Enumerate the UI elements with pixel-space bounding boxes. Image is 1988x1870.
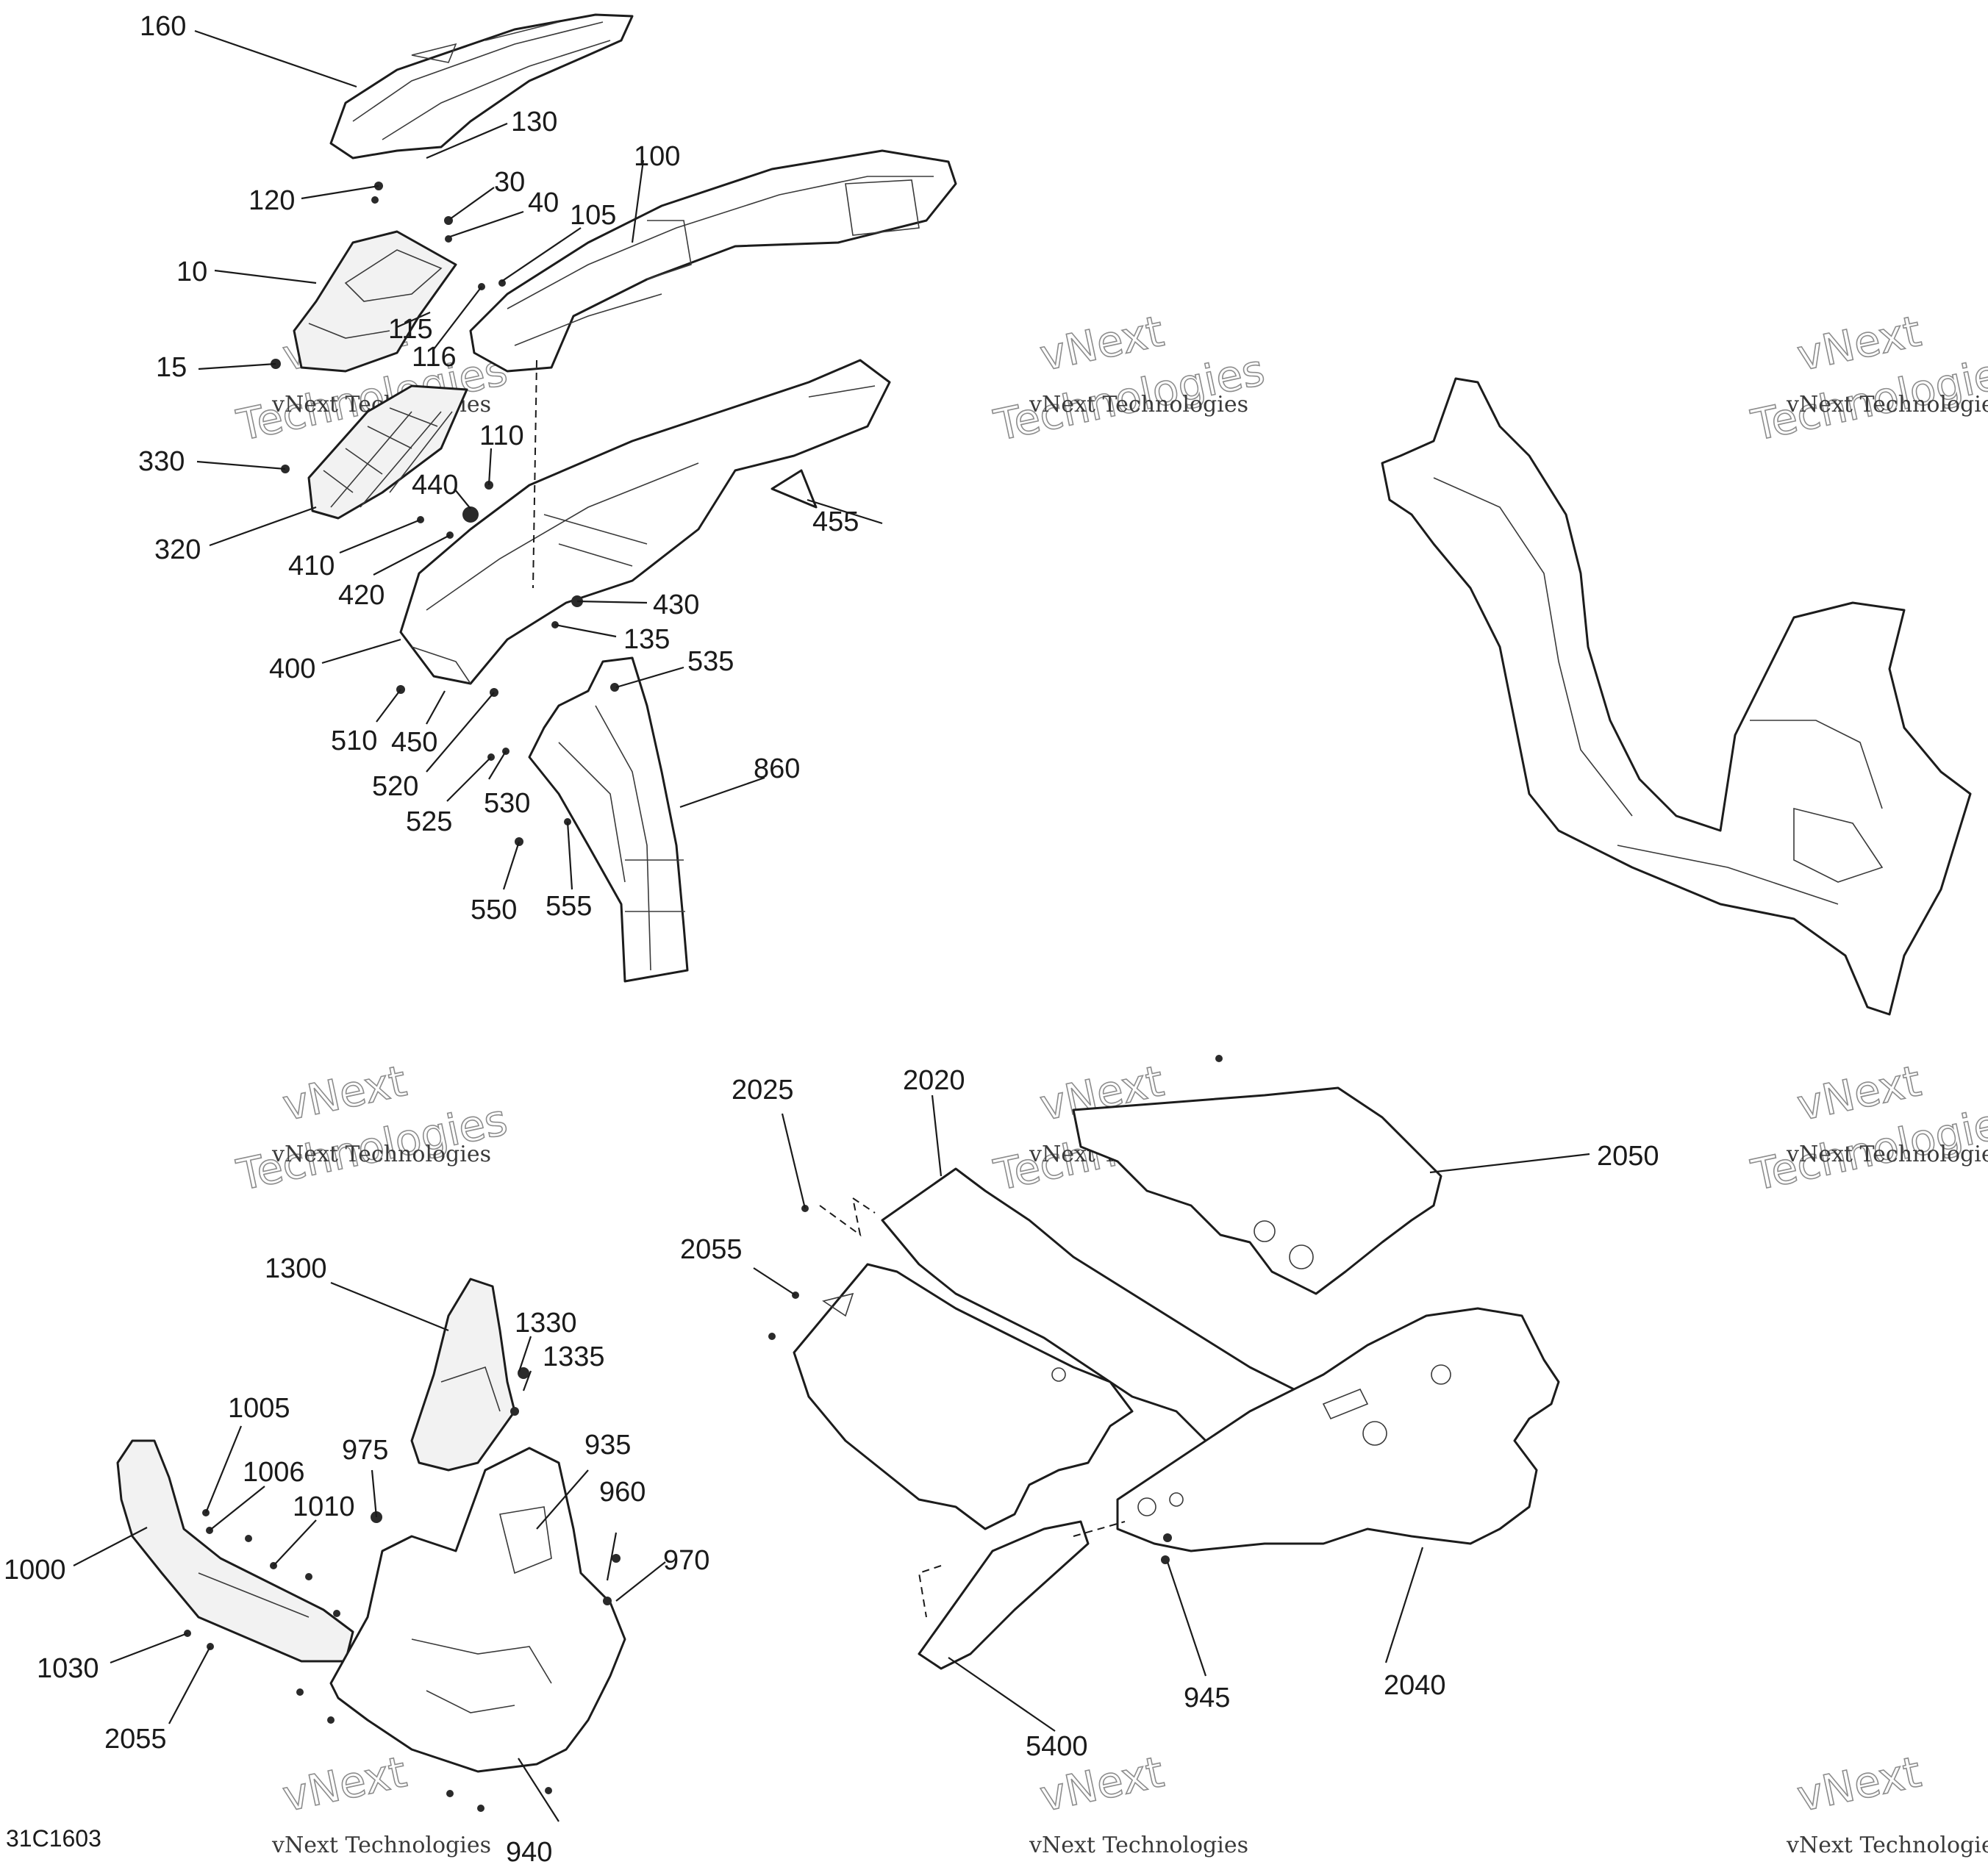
watermark: vNext vNext Technologies <box>271 1746 491 1858</box>
watermark-line1: vNext <box>1793 1747 1926 1821</box>
part-grille <box>307 384 468 520</box>
callout-label: 455 <box>812 506 859 537</box>
callout-label: 1335 <box>543 1341 605 1372</box>
callout-label: 115 <box>388 314 433 345</box>
callout-label: 555 <box>546 891 592 922</box>
part-side-pillar <box>528 656 689 983</box>
part-plate-5400 <box>918 1520 1090 1670</box>
watermark-caption: vNext Technologies <box>1029 1833 1248 1858</box>
callout-label: 520 <box>372 771 418 802</box>
watermark-caption: vNext Technologies <box>1786 1142 1988 1167</box>
callout-label: 420 <box>338 580 385 611</box>
callout-label: 1005 <box>228 1393 290 1424</box>
callout-label: 1000 <box>4 1555 66 1586</box>
callout-label: 1030 <box>37 1653 99 1684</box>
watermark-caption: vNext Technologies <box>271 1833 491 1858</box>
callout-label: 550 <box>471 895 517 925</box>
callout-label: 2050 <box>1597 1141 1659 1172</box>
callout-label: 960 <box>599 1477 646 1508</box>
callout-label: 430 <box>653 590 699 620</box>
callout-label: 450 <box>391 727 437 758</box>
callout-label: 2055 <box>104 1724 167 1755</box>
callout-label: 2025 <box>732 1075 794 1106</box>
callout-label: 935 <box>584 1430 631 1461</box>
callout-label: 15 <box>156 352 187 383</box>
callout-label: 320 <box>154 534 201 565</box>
callout-label: 1010 <box>293 1491 355 1522</box>
figure-code: 31C1603 <box>6 1825 101 1852</box>
callout-label: 116 <box>412 342 457 373</box>
watermark: vNext Technologies vNext Technologies <box>232 1055 512 1200</box>
part-floor-panel-2055 <box>793 1263 1134 1530</box>
callout-label: 10 <box>176 257 207 287</box>
callout-label: 400 <box>269 653 315 684</box>
watermark: vNext Technologies vNext Technologies <box>1746 1055 1988 1200</box>
callout-label: 100 <box>634 141 680 172</box>
callout-label: 110 <box>479 420 524 451</box>
callout-label: 510 <box>331 726 377 756</box>
watermark-caption: vNext Technologies <box>271 1142 491 1167</box>
watermark-line1: vNext <box>279 1747 411 1821</box>
callout-label: 135 <box>623 624 670 655</box>
callout-labels: 160 130 120 30 40 100 105 10 115 116 15 … <box>4 11 1659 1868</box>
watermark-caption: vNext Technologies <box>1786 392 1988 418</box>
callout-label: 1300 <box>265 1253 327 1284</box>
callout-label: 940 <box>506 1837 552 1868</box>
callout-label: 330 <box>138 446 185 477</box>
alignment-lines <box>532 359 1126 1618</box>
callout-label: 945 <box>1184 1683 1230 1713</box>
part-upright-panel-1300 <box>410 1278 516 1472</box>
part-rocker-panel-1000 <box>116 1439 354 1663</box>
part-455 <box>770 469 818 509</box>
callout-label: 2055 <box>680 1234 743 1265</box>
callout-label: 535 <box>687 646 734 677</box>
callout-label: 40 <box>528 187 559 218</box>
callout-label: 5400 <box>1026 1731 1088 1762</box>
callout-label: 440 <box>412 470 458 501</box>
part-floor-panel-2050 <box>1072 1086 1442 1295</box>
part-dash-hood <box>293 230 457 373</box>
part-upper-dashboard <box>469 149 957 373</box>
callout-label: 30 <box>494 167 525 198</box>
callout-label: 105 <box>570 200 616 231</box>
callout-label: 410 <box>288 551 335 581</box>
parts <box>116 13 1972 1773</box>
callout-label: 860 <box>754 753 800 784</box>
part-top-cover <box>329 13 634 160</box>
part-assembled-side-body <box>1381 377 1972 1016</box>
callout-label: 1330 <box>515 1308 577 1339</box>
callout-label: 2020 <box>903 1065 965 1096</box>
watermark: vNext Technologies vNext Technologies <box>989 305 1269 451</box>
part-lower-dashboard <box>399 359 891 685</box>
callout-label: 970 <box>663 1545 709 1576</box>
callout-label: 2040 <box>1384 1670 1446 1701</box>
callout-label: 975 <box>342 1435 388 1466</box>
watermark-caption: vNext Technologies <box>1786 1833 1988 1858</box>
callout-label: 120 <box>248 185 295 216</box>
watermark: vNext Technologies vNext Technologies <box>1746 305 1988 451</box>
callout-label: 525 <box>406 806 452 837</box>
leader-lines <box>73 29 1590 1822</box>
callout-label: 530 <box>484 788 530 819</box>
callout-label: 130 <box>511 107 557 137</box>
callout-label: 1006 <box>243 1457 305 1488</box>
callout-label: 160 <box>140 11 186 42</box>
part-floor-plate-2040 <box>1116 1307 1560 1552</box>
watermark-caption: vNext Technologies <box>1029 392 1248 418</box>
watermark: vNext vNext Technologies <box>1786 1746 1988 1858</box>
